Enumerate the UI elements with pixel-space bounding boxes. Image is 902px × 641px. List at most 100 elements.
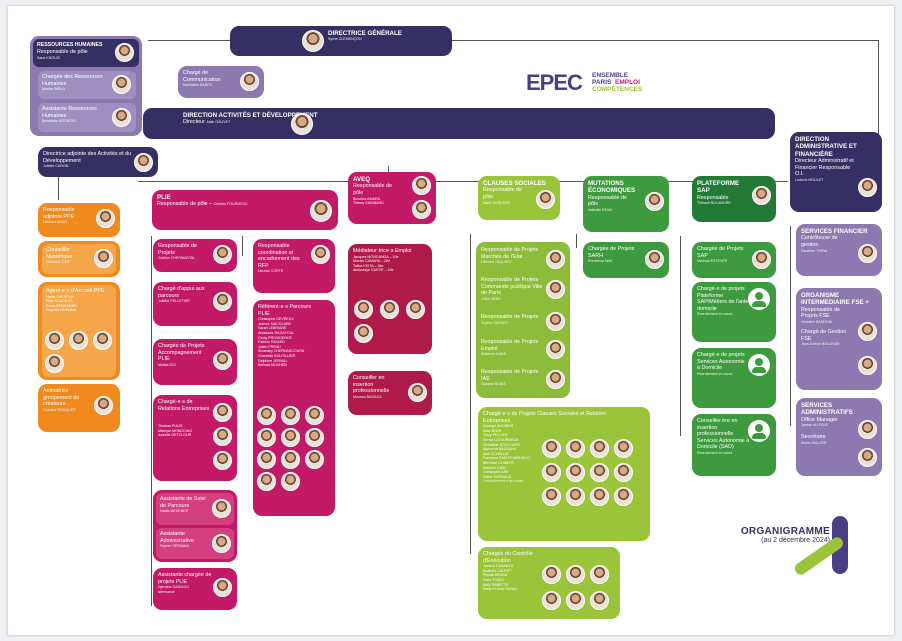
portrait [412,200,431,219]
connector-line [680,236,681,436]
plie-rel-names: Thomas PULIS Mamyar MONDOING Isabelle DE… [158,424,193,438]
sap-head: PLATEFORME SAP Responsable Thibault BOLA… [692,176,776,222]
portrait [213,245,232,264]
dg-box: DIRECTRICE GÉNÉRALE Sylvie CLEMENÇON [230,26,452,56]
plie-resp: Responsable de Projets Gaëtan CHERMANTAL [153,239,237,272]
portrait [305,428,324,447]
plie-rel-title: Chargé·e·s de Relations Entreprises [158,399,210,412]
portrait [69,331,88,350]
plie-ref-names: Christophe DEVREUX Jeanne MACOLARD Sarah… [258,317,305,368]
aveq-ins-title: Conseiller en insertion professionnelle [353,375,390,395]
portrait [291,113,313,135]
clauses-p4: Responsable de Projets Emploi Rebecca DA… [481,339,543,357]
daf-oi2-name: Jean-Edition BOUANDE [801,342,840,347]
plie-coord-name: Nicolas CORTE [258,269,284,274]
logo-mark: EPEC [526,70,583,95]
portrait [566,591,585,610]
portrait [546,312,565,331]
clauses-rel: Chargé·e·s de Projets Clauses Sociales e… [478,407,650,541]
portrait [310,200,332,222]
clauses-ctrl: Chargés du Contrôle d'Exécution Jessica … [478,547,620,619]
adj-box: Directrice adjointe des Activités et du … [38,147,158,177]
plie-admin-name: Sophie GERMAIN [160,544,189,549]
portrait [354,324,373,343]
connector-line [790,226,791,426]
rh-title: RESSOURCES HUMAINES [37,42,103,48]
plie-name: Charles FOURMEUX [213,202,248,207]
org-chart-title: ORGANIGRAMME [740,526,830,537]
epec-logo: EPEC ENSEMBLE PARIS EMPLOI COMPÉTENCES [526,70,656,96]
connector-line [242,236,243,256]
rh-head: RESSOURCES HUMAINES Responsable de pôle … [33,39,139,67]
daf-sec-role: Secrétaire [801,434,826,441]
aveq-med-names: Jacques MONGANGA – 19e Moctar CAMARA – 2… [353,254,399,273]
sap-c3-title: Chargé·e de projets Services Autonomie à… [697,352,745,372]
clauses-p2: Responsable de Projets Commande publique… [481,277,543,302]
portrait [546,280,565,299]
dad-role: Directeur [183,119,205,126]
portrait [546,340,565,359]
com-title: Chargé de Communication [183,70,221,83]
plie-ref-title: Référent·e·s Parcours PLIE [258,304,312,317]
connector-line [878,40,879,134]
daf-adm-name: Zyman ALI FALE [801,423,828,428]
mut-head: MUTATIONS ÉCONOMIQUES Responsable de pôl… [583,176,669,232]
clauses-title: CLAUSES SOCIALES [483,180,546,187]
portrait [112,75,131,94]
clauses-p3-title: Responsable de Projets [481,314,539,320]
portrait [281,472,300,491]
portrait [45,331,64,350]
portrait [115,43,134,62]
clauses-rel-title: Chargé·e·s de Projets Clauses Sociales e… [483,411,606,424]
aveq-med-title: Médiateur·trice·s Emploi [353,248,412,254]
rh-charge-name: Marthe IMBLA [42,87,65,92]
daf-role: Directeur Administratif et Financier Res… [795,158,854,178]
org-chart-sheet: EPEC ENSEMBLE PARIS EMPLOI COMPÉTENCES D… [8,6,894,635]
plie-admin: Assistante Administrative Sophie GERMAIN [156,528,234,559]
portrait [542,591,561,610]
daf-head: DIRECTION ADMINISTRATIVE ET FINANCIÈRE D… [790,132,882,212]
portrait [380,300,399,319]
connector-line [388,166,389,176]
daf-oi-name: Victorien BANDOM [801,320,832,324]
portrait [542,487,561,506]
portrait [590,463,609,482]
aveq-title: AVEQ [353,176,371,183]
clauses-p2-name: Célia UMBO [481,296,501,301]
plie-assist-note: alternance [158,590,175,595]
portrait [112,108,131,127]
plie-accomp-name: Malika BOI [158,362,176,367]
portrait [566,487,585,506]
portrait [858,244,877,263]
clauses-rel-note: + recrutement·s en cours [483,479,524,484]
ppe-cons-title: Conseiller Numérique [46,247,73,260]
sap-title: PLATEFORME SAP [697,180,740,195]
clauses-p4-name: Rebecca DAAS [481,352,506,357]
plie-appui-title: Chargé d'appui aux parcours [158,286,205,299]
mut-sarh: Chargée de Projets SARH Romeena SAM [583,242,669,278]
plie-assist-group: Assistante de Suivi de Parcours Nadia ME… [153,490,237,562]
portrait [542,463,561,482]
plie-assist-title: Assistante chargée de projets PLIE [158,572,212,585]
logo-line3: COMPÉTENCES [592,86,643,93]
portrait [590,565,609,584]
daf-fin-role: Contrôleuse de gestion [801,235,838,248]
daf-name: Ludovic MOULET [795,178,824,182]
clauses-name: Marie KERENTE [483,200,510,205]
portrait [281,450,300,469]
clauses-role: Responsable de pôle [483,187,522,200]
dad-name: Alain GAUVET [206,120,231,125]
plie-accomp-title: Chargée de Projets Accompagnement PLIE [158,343,205,363]
rh-role: Responsable de pôle [37,49,88,56]
portrait [590,591,609,610]
portrait [752,186,771,205]
ppe-agents-title: Agent·e·s d'Accueil PPE [46,288,105,294]
portrait [858,322,877,341]
portrait [546,370,565,389]
rh-charge: Chargée des Ressources Humaines Marthe I… [38,71,136,99]
portrait [645,250,664,269]
plie-assist-name: Djenaba GADIAGO [158,585,190,590]
connector-line [151,236,152,606]
plie-ref: Référent·e·s Parcours PLIE Christophe DE… [253,300,335,516]
portrait [305,406,324,425]
